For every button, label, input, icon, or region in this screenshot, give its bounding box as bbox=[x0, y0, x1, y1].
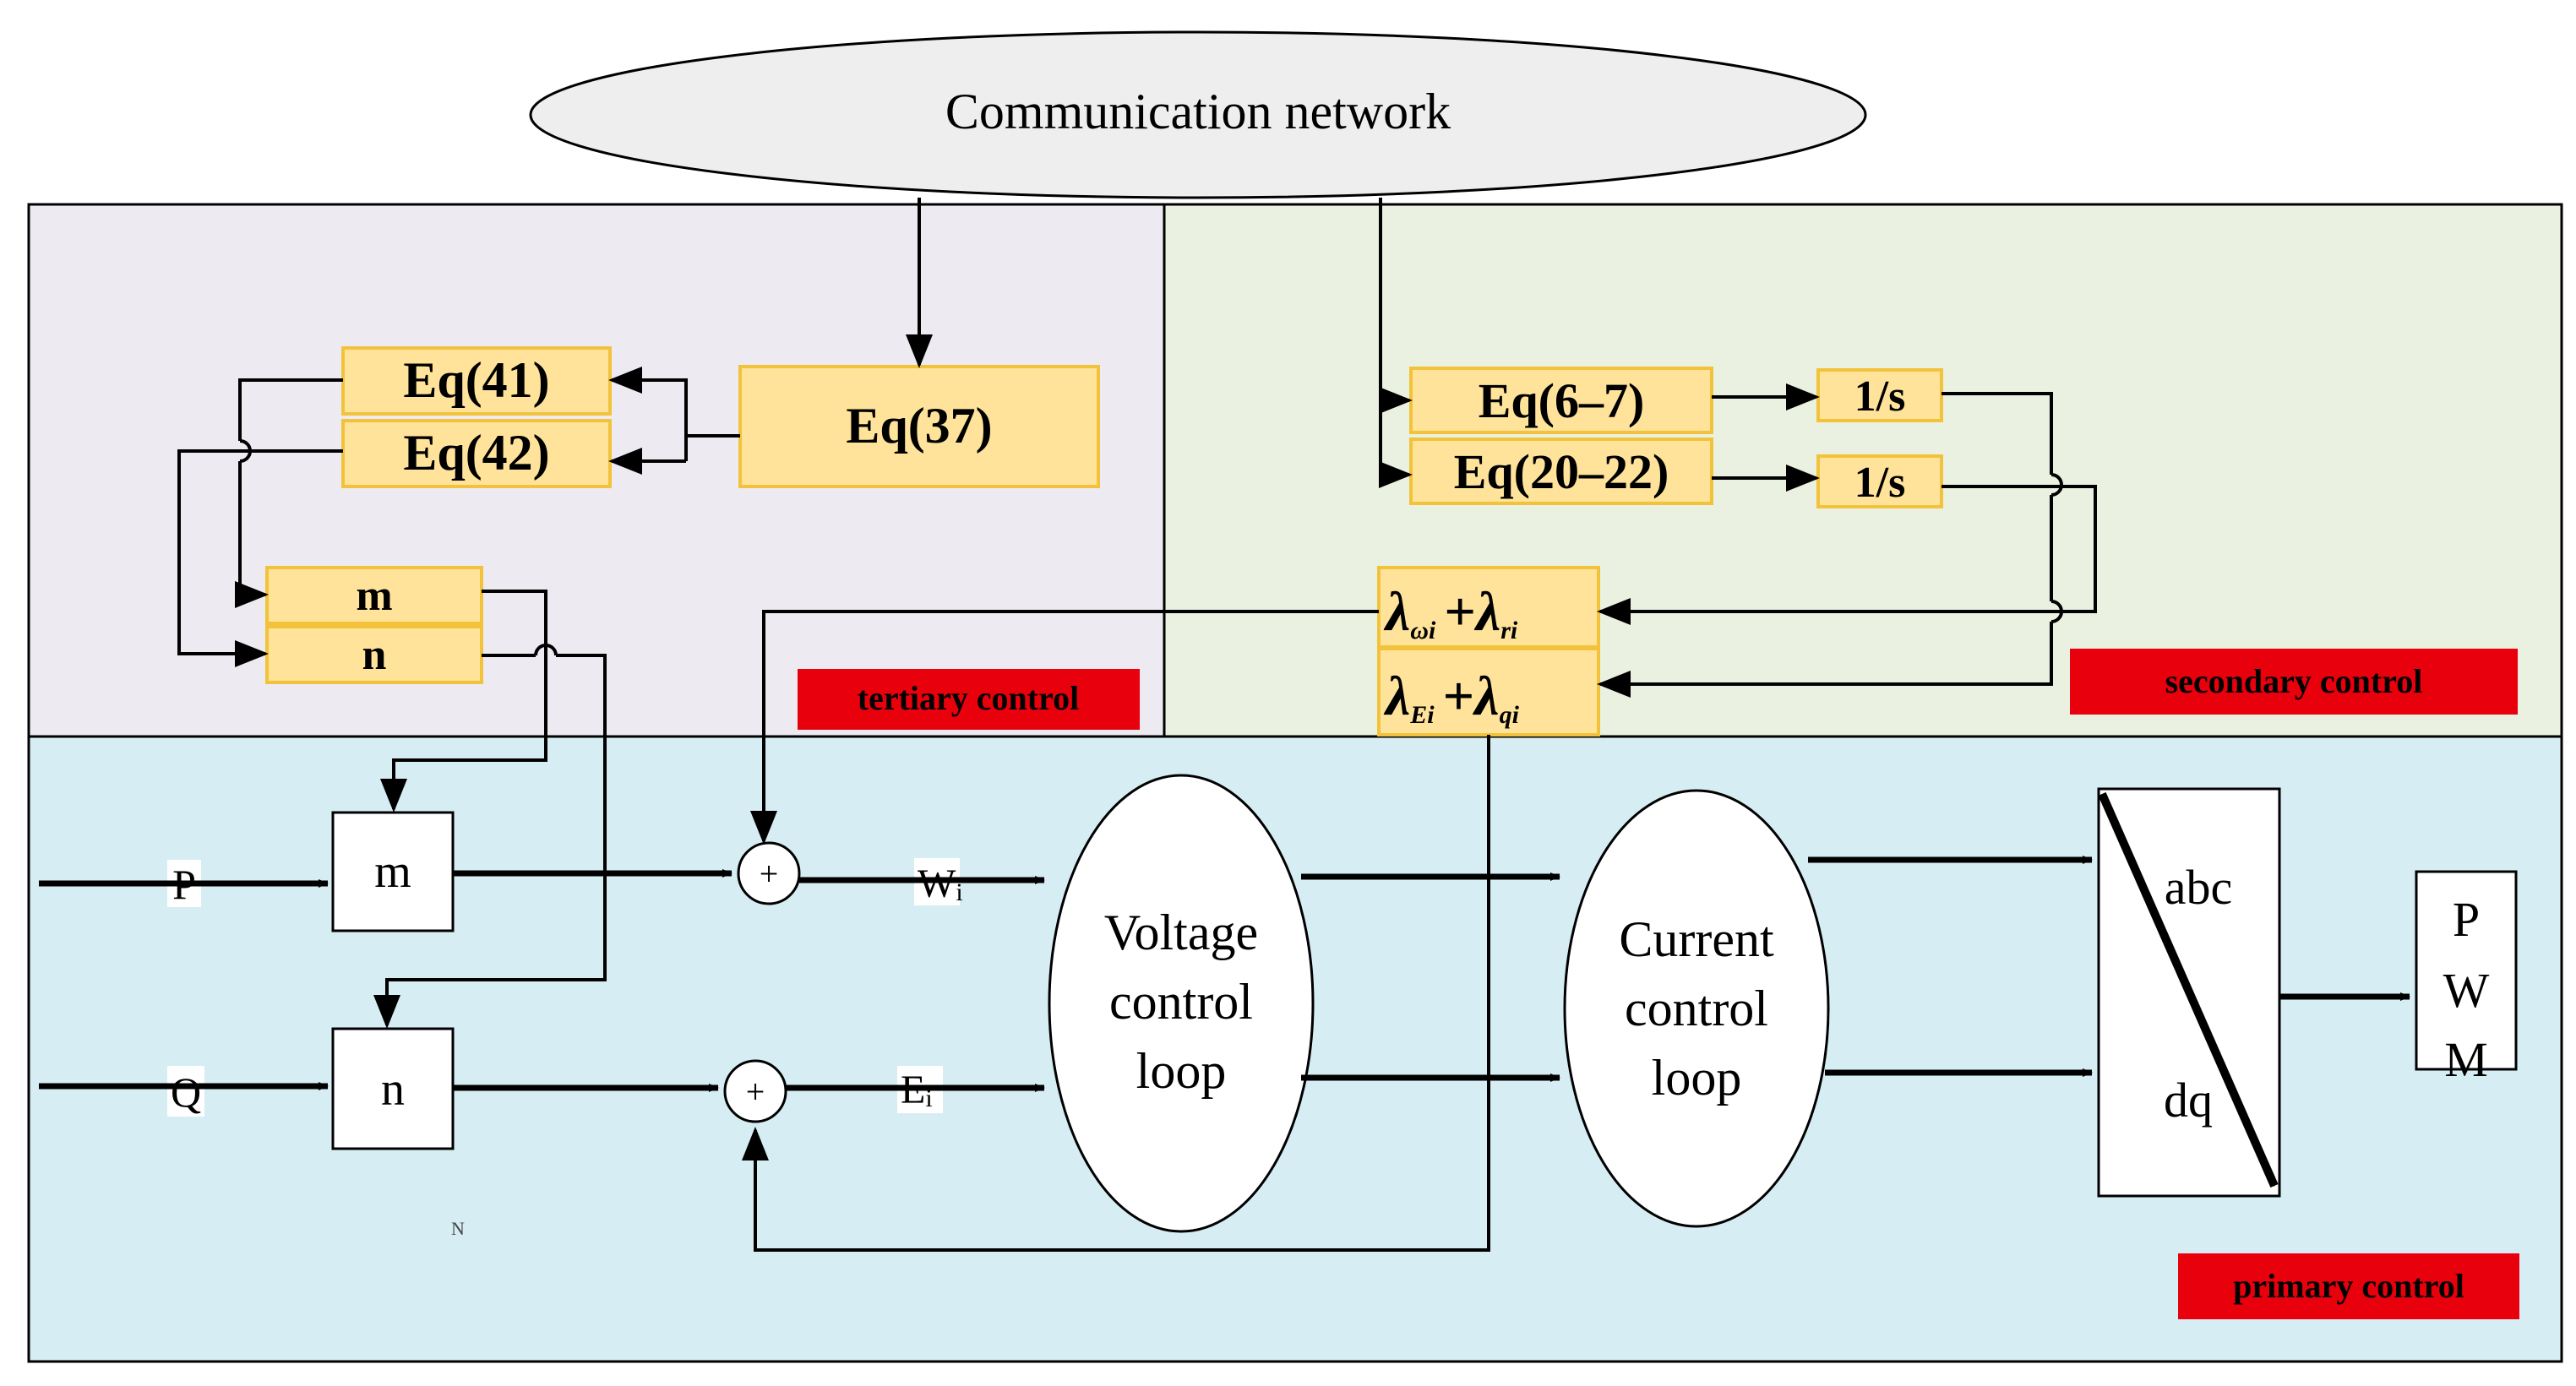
primary-n-label: n bbox=[381, 1063, 405, 1116]
integrator-1-block bbox=[1816, 368, 1943, 422]
tertiary-n-label: n bbox=[362, 631, 387, 679]
voltage-loop-line-2: control bbox=[1109, 974, 1253, 1030]
abc-label: abc bbox=[2165, 860, 2233, 915]
eq37-label: Eq(37) bbox=[846, 398, 992, 454]
tertiary-label-box bbox=[798, 669, 1140, 730]
pwm-letter-w: W bbox=[2443, 963, 2490, 1018]
communication-network-ellipse bbox=[529, 30, 1867, 199]
voltage-control-loop bbox=[1048, 774, 1315, 1233]
integrator-2-block bbox=[1816, 454, 1943, 508]
eq37-block bbox=[738, 365, 1100, 488]
integrator-2-label: 1/s bbox=[1854, 459, 1906, 507]
eq41-label: Eq(41) bbox=[403, 352, 549, 408]
lambda-omega-label: λωi+λri bbox=[1383, 581, 1518, 644]
eq42-block bbox=[341, 419, 612, 488]
current-control-loop bbox=[1563, 789, 1830, 1228]
primary-label: primary control bbox=[2233, 1267, 2464, 1305]
primary-wiring bbox=[39, 856, 2410, 1092]
voltage-loop-line-3: loop bbox=[1136, 1043, 1227, 1099]
tertiary-m-label: m bbox=[356, 572, 392, 620]
input-q-label: Q bbox=[171, 1068, 201, 1116]
tertiary-wiring bbox=[177, 198, 933, 1029]
lambda-omega-block bbox=[1377, 566, 1600, 649]
lambda-e-block bbox=[1377, 647, 1600, 736]
eq6-7-label: Eq(6–7) bbox=[1479, 373, 1645, 428]
integrator-1-label: 1/s bbox=[1854, 372, 1906, 421]
eq42-label: Eq(42) bbox=[403, 425, 549, 481]
sum-junction-2-symbol: + bbox=[746, 1073, 765, 1111]
eq20-22-label: Eq(20–22) bbox=[1454, 444, 1669, 499]
pwm-block bbox=[2415, 870, 2518, 1071]
sum-junction-2 bbox=[723, 1059, 787, 1123]
lambda-e-label: λEi+λqi bbox=[1383, 666, 1520, 729]
eq20-22-block bbox=[1409, 438, 1713, 505]
primary-label-box bbox=[2178, 1253, 2519, 1319]
dq-label: dq bbox=[2164, 1073, 2213, 1128]
sum-junction-1 bbox=[737, 841, 801, 905]
eq6-7-block bbox=[1409, 367, 1713, 434]
eq41-block bbox=[341, 346, 612, 416]
secondary-label: secondary control bbox=[2165, 662, 2423, 700]
current-loop-line-3: loop bbox=[1652, 1050, 1742, 1106]
current-loop-line-1: Current bbox=[1619, 911, 1774, 967]
w-signal-label: Wi bbox=[918, 861, 963, 906]
pwm-letter-m: M bbox=[2444, 1032, 2488, 1087]
tertiary-label: tertiary control bbox=[858, 679, 1079, 717]
stray-mark: N bbox=[451, 1218, 465, 1239]
communication-network-label: Communication network bbox=[945, 84, 1451, 139]
voltage-loop-line-1: Voltage bbox=[1104, 905, 1258, 960]
pwm-letter-p: P bbox=[2453, 892, 2480, 947]
secondary-wiring bbox=[742, 198, 2097, 1252]
input-q-bg bbox=[167, 1066, 204, 1117]
primary-m-block bbox=[331, 811, 455, 932]
abc-dq-diagonal bbox=[2098, 791, 2279, 1188]
primary-m-label: m bbox=[374, 845, 411, 898]
secondary-label-box bbox=[2070, 649, 2518, 715]
sum-junction-1-symbol: + bbox=[760, 855, 779, 893]
current-loop-line-2: control bbox=[1625, 981, 1768, 1036]
